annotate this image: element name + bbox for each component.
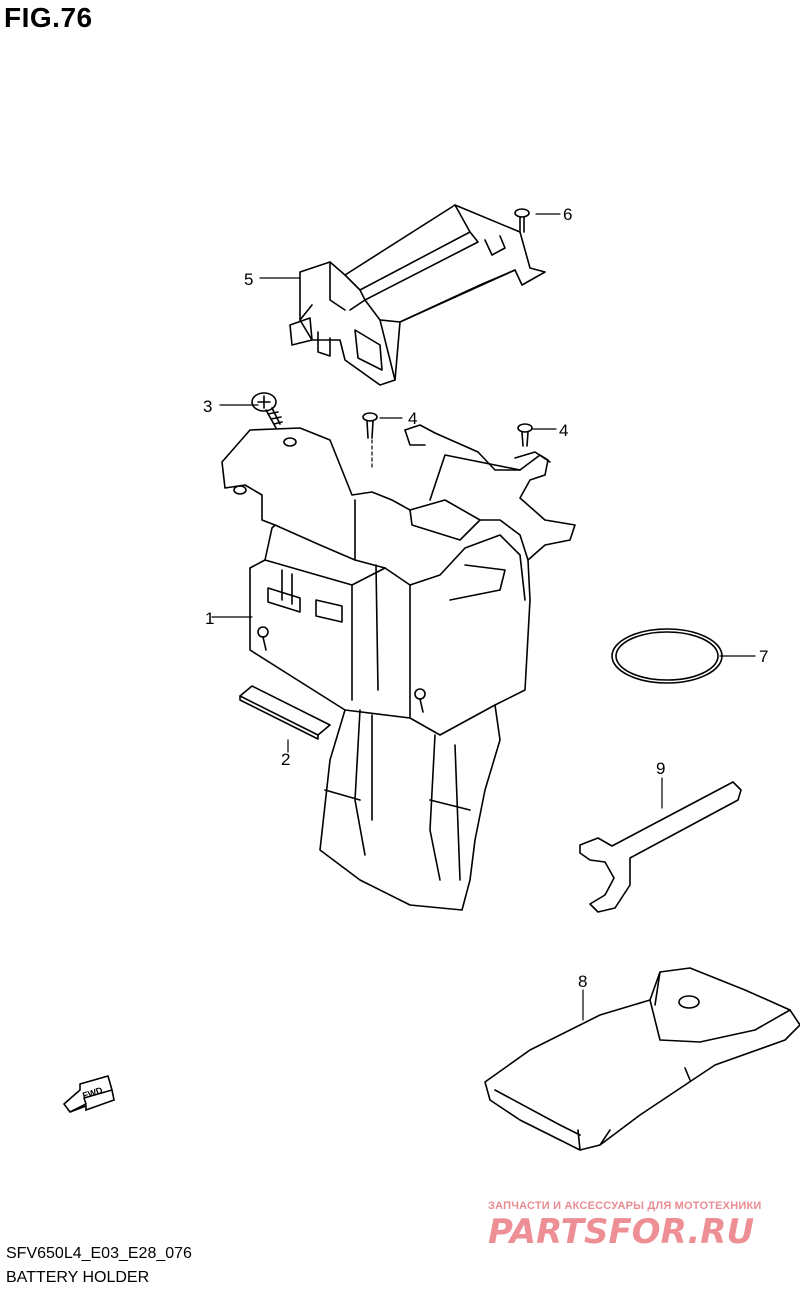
part-5-battery-cover [289, 204, 546, 386]
part-9-spanner [579, 781, 742, 913]
part-1-battery-holder [221, 424, 576, 911]
diagram-caption: BATTERY HOLDER [6, 1269, 150, 1286]
callout-5: 5 [244, 270, 253, 289]
part-6-screw [514, 208, 530, 233]
part-4-screw-right [517, 423, 533, 447]
figure-title: FIG.76 [4, 2, 93, 33]
part-2-pad [239, 685, 331, 740]
watermark-tagline: ЗАПЧАСТИ И АКСЕССУАРЫ ДЛЯ МОТОТЕХНИКИ [488, 1200, 762, 1212]
part-7-rubber-band [611, 628, 723, 684]
callout-labels: 1 2 3 4 4 5 6 7 8 9 [203, 205, 768, 991]
callout-1: 1 [205, 609, 214, 628]
part-8-tool-bag [484, 967, 800, 1151]
watermark-logo: PARTSFOR.RU [488, 1212, 755, 1252]
diagram-code: SFV650L4_E03_E28_076 [6, 1245, 192, 1262]
callout-8: 8 [578, 972, 587, 991]
callout-4-right: 4 [559, 421, 568, 440]
fwd-arrow-icon: FWD [63, 1075, 115, 1113]
callout-9: 9 [656, 759, 665, 778]
callout-4-left: 4 [408, 409, 417, 428]
leader-lines [211, 213, 756, 1021]
callout-7: 7 [759, 647, 768, 666]
part-4-screw-left [362, 412, 378, 439]
callout-6: 6 [563, 205, 572, 224]
callout-2: 2 [281, 750, 290, 769]
callout-3: 3 [203, 397, 212, 416]
part-3-bolt [251, 392, 283, 429]
